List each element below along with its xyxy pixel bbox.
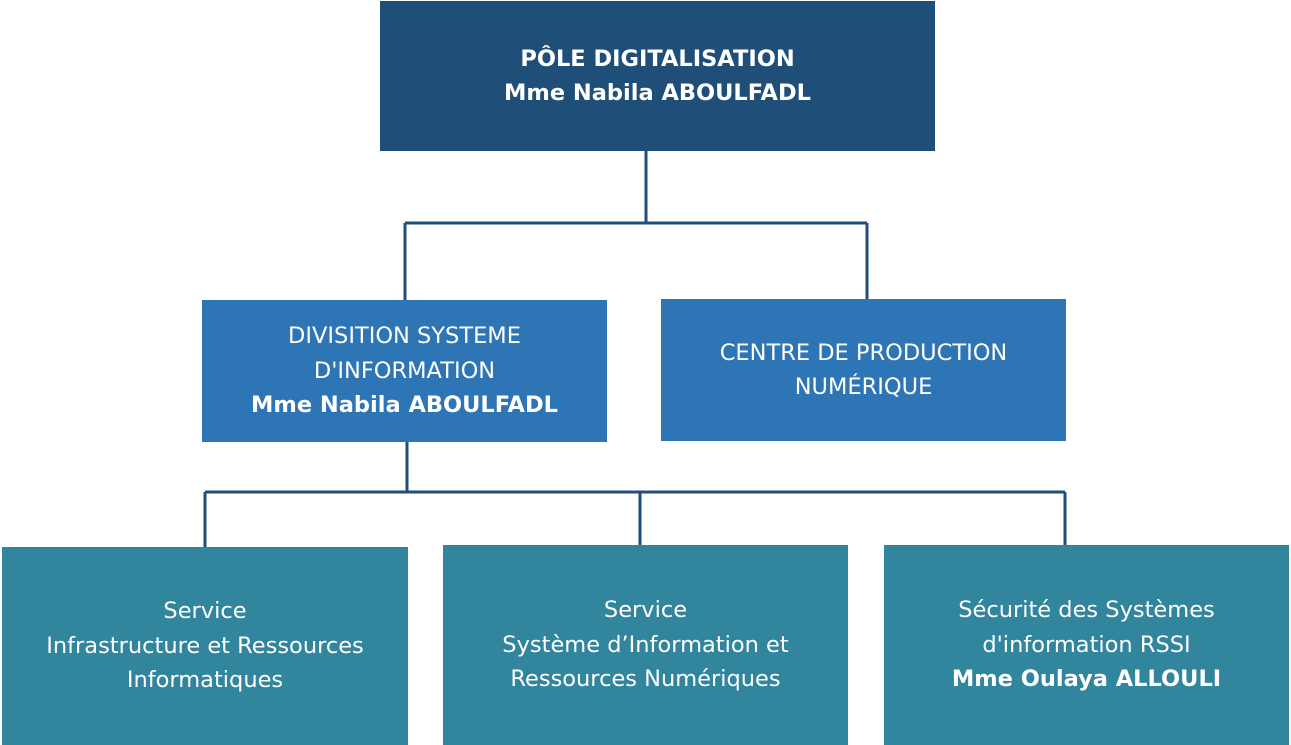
service-infrastructure-box: Service Infrastructure et Ressources Inf… <box>2 547 408 745</box>
securite-line1: Sécurité des Systèmes <box>958 597 1215 624</box>
centre-title-line1: CENTRE DE PRODUCTION <box>719 339 1008 366</box>
service-infra-line2: Infrastructure et Ressources <box>46 632 364 659</box>
division-title-line2: D'INFORMATION <box>313 357 496 384</box>
service-si-line3: Ressources Numériques <box>510 666 781 693</box>
securite-systemes-information-box: Sécurité des Systèmes d'information RSSI… <box>884 545 1289 745</box>
centre-production-numerique-box: CENTRE DE PRODUCTION NUMÉRIQUE <box>661 299 1066 441</box>
service-infra-line3: Informatiques <box>126 667 284 694</box>
centre-title-line2: NUMÉRIQUE <box>794 374 933 400</box>
service-systeme-information-box: Service Système d’Information et Ressour… <box>443 545 848 745</box>
service-infra-line1: Service <box>163 598 247 625</box>
securite-line2: d'information RSSI <box>982 631 1191 658</box>
pole-digitalisation-box: PÔLE DIGITALISATION Mme Nabila ABOULFADL <box>380 1 935 151</box>
service-si-line1: Service <box>603 597 688 624</box>
securite-head: Mme Oulaya ALLOULI <box>951 666 1222 693</box>
pole-head: Mme Nabila ABOULFADL <box>503 80 811 106</box>
pole-title: PÔLE DIGITALISATION <box>520 45 795 72</box>
division-head: Mme Nabila ABOULFADL <box>250 392 558 419</box>
service-si-line2: Système d’Information et <box>502 631 789 658</box>
division-systeme-information-box: DIVISITION SYSTEME D'INFORMATION Mme Nab… <box>202 300 607 442</box>
division-title-line1: DIVISITION SYSTEME <box>288 323 521 350</box>
